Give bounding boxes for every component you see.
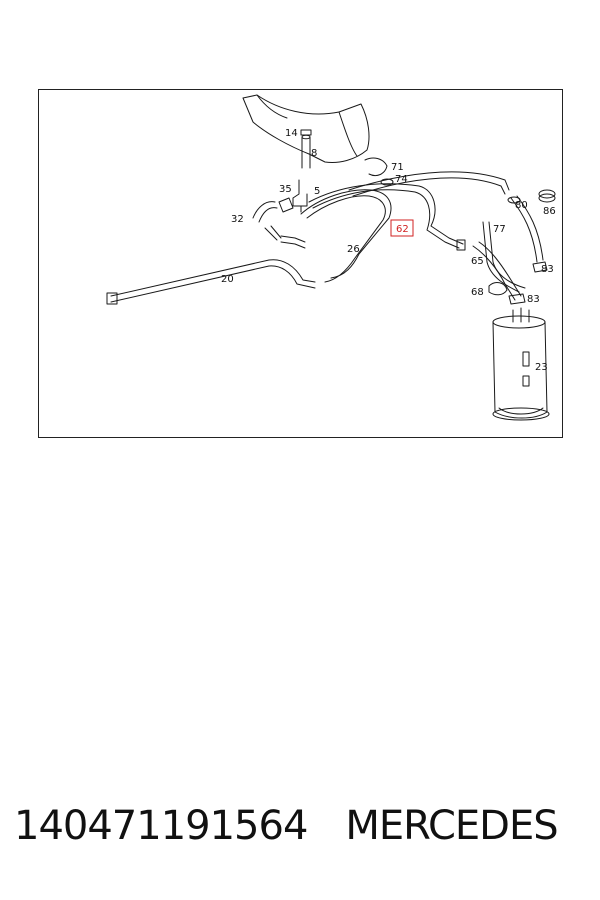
highlight-box-62 — [390, 219, 414, 237]
fuel-tank — [242, 94, 370, 163]
part-68-clamp — [488, 282, 508, 296]
part-71-bracket — [364, 157, 388, 177]
callout-86: 86 — [543, 206, 556, 217]
part-77-hose — [482, 221, 526, 293]
callout-23: 23 — [535, 362, 548, 373]
part-83-clamp-lower — [508, 293, 526, 305]
part-20-line — [110, 259, 316, 297]
callout-5: 5 — [314, 186, 320, 197]
callout-83-upper: 83 — [541, 264, 554, 275]
callout-80: 80 — [515, 200, 528, 211]
callout-35: 35 — [279, 184, 292, 195]
callout-62: 62 — [396, 224, 409, 235]
callout-65: 65 — [471, 256, 484, 267]
part-8-pipe — [301, 136, 311, 169]
parts-diagram: 14 8 71 74 35 5 32 62 80 86 77 26 65 83 … — [38, 89, 563, 438]
callout-74: 74 — [395, 174, 408, 185]
callout-68: 68 — [471, 287, 484, 298]
part-83-clamp-upper — [532, 261, 548, 273]
part-14-cap — [300, 129, 312, 136]
callout-8: 8 — [311, 148, 317, 159]
part-number: 140471191564 — [14, 803, 308, 849]
callout-71: 71 — [391, 162, 404, 173]
callout-83-lower: 83 — [527, 294, 540, 305]
part-62-pipe — [308, 183, 464, 245]
callout-20: 20 — [221, 274, 234, 285]
part-86-grommet — [538, 193, 556, 203]
part-65-hose — [472, 241, 522, 301]
part-32-hose — [252, 201, 278, 223]
callout-77: 77 — [493, 224, 506, 235]
diagram-drawing: 14 8 71 74 35 5 32 62 80 86 77 26 65 83 … — [106, 94, 556, 421]
part-5-valve — [292, 179, 308, 213]
part-74-grommet — [380, 178, 394, 186]
part-35-clamp — [278, 197, 294, 213]
callout-32: 32 — [231, 214, 244, 225]
callout-26: 26 — [347, 244, 360, 255]
callout-14: 14 — [285, 128, 298, 139]
product-caption: 140471191564 MERCEDES — [14, 803, 594, 863]
part-26-pipe — [300, 189, 392, 279]
brand-name: MERCEDES — [345, 803, 558, 849]
